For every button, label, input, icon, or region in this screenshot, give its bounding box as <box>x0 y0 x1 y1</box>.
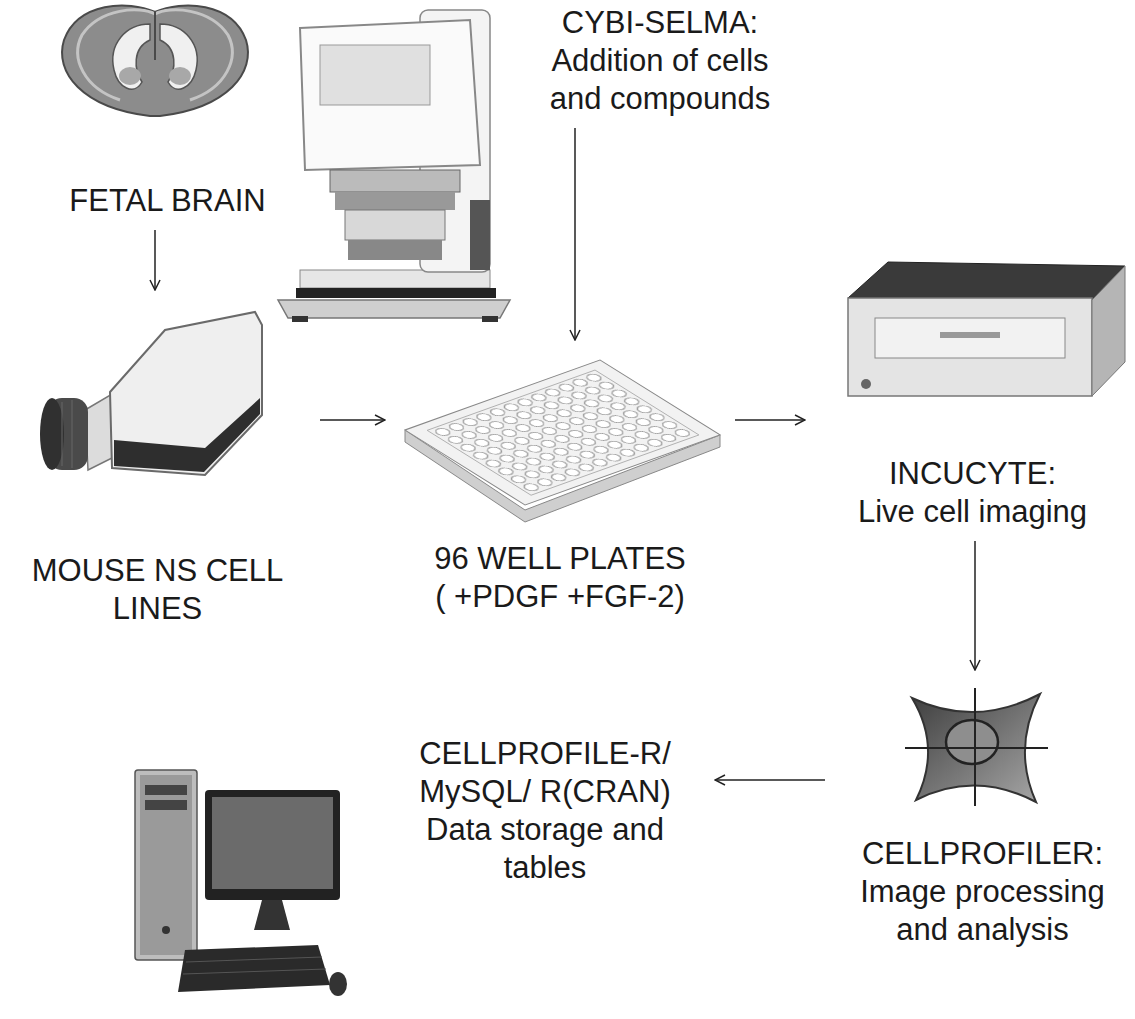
well-plate-image-part-part <box>405 360 720 505</box>
computer-image-part <box>178 945 330 992</box>
cybi-selma-device-part <box>335 192 455 210</box>
fetal-brain-image-part <box>169 67 191 85</box>
well-plate-image-part <box>405 360 720 505</box>
cybi-selma-device-part <box>320 45 430 105</box>
incucyte-device-part <box>861 379 871 389</box>
fetal-brain-image-part <box>155 10 232 100</box>
flow-arrow <box>574 128 576 340</box>
step-node: INCUCYTE:Live cell imaging <box>815 250 1130 531</box>
step-node: CYBI-SELMA:Addition of cells and compoun… <box>525 4 795 118</box>
cellprofiler-icon <box>905 688 1048 806</box>
culture-flask-image-part <box>62 402 63 466</box>
cybi-selma-device-part <box>348 240 442 260</box>
step-label: Live cell imaging <box>815 493 1130 531</box>
culture-flask-image-part <box>110 312 262 475</box>
step-node: CELLPROFILE-R/ MySQL/ R(CRAN) Data stora… <box>385 735 705 887</box>
fetal-brain-image <box>62 5 248 116</box>
step-label: Image processing and analysis <box>835 873 1130 949</box>
step-node: FETAL BRAIN <box>55 0 280 220</box>
cybi-selma-device-part <box>296 288 496 298</box>
computer-image-part <box>254 900 290 930</box>
step-label: Addition of cells and compounds <box>525 42 795 118</box>
computer-image-part <box>183 969 326 974</box>
well-plate-image-part-part <box>427 370 699 495</box>
computer-image-part <box>145 785 187 795</box>
step-label: CYBI-SELMA: <box>525 4 795 42</box>
incucyte-device <box>848 262 1125 396</box>
computer-image-part <box>140 775 192 955</box>
step-label: CELLPROFILE-R/ MySQL/ R(CRAN) Data stora… <box>385 735 705 887</box>
computer-image-part <box>205 790 340 900</box>
computer-image-part <box>162 926 170 934</box>
fetal-brain-image-part <box>160 24 197 89</box>
well-plate-image <box>405 360 720 522</box>
cellprofiler-icon-part <box>974 688 976 806</box>
cybi-selma-device <box>278 10 510 322</box>
step-label: CELLPROFILER: <box>835 835 1130 873</box>
cellprofiler-icon-part <box>946 720 998 764</box>
incucyte-device-part <box>940 332 1000 338</box>
fetal-brain-image-part <box>62 5 248 116</box>
computer-image-part <box>329 972 347 996</box>
incucyte-device-part <box>1092 266 1125 396</box>
flow-arrow <box>320 419 385 421</box>
step-label: MOUSE NS CELL LINES <box>5 552 310 628</box>
cybi-selma-device-part <box>345 210 445 240</box>
fetal-brain-image-part <box>119 67 141 85</box>
flow-arrow <box>974 541 976 670</box>
fetal-brain-image-part <box>78 10 155 100</box>
culture-flask-image-part <box>114 398 260 472</box>
incucyte-device-part <box>848 298 1092 396</box>
cybi-selma-device-part <box>292 316 308 322</box>
cybi-selma-device-part <box>470 200 490 270</box>
culture-flask-image <box>40 312 262 475</box>
cybi-selma-device-part <box>330 170 460 192</box>
step-label: FETAL BRAIN <box>55 182 280 220</box>
computer-image <box>135 770 347 996</box>
step-label: 96 WELL PLATES ( +PDGF +FGF-2) <box>429 540 691 616</box>
flow-arrow <box>715 779 825 781</box>
cybi-selma-device-part <box>300 20 480 170</box>
computer-image-part <box>135 770 197 960</box>
flow-arrow <box>154 230 156 290</box>
cybi-selma-device-part <box>482 316 498 322</box>
culture-flask-image-part <box>40 398 64 470</box>
fetal-brain-image-part <box>113 24 150 89</box>
fetal-brain-image-part <box>154 12 156 60</box>
culture-flask-image-part <box>85 394 112 470</box>
well-plate-image-part-part <box>430 371 696 493</box>
step-label: INCUCYTE: <box>815 455 1130 493</box>
cellprofiler-icon-part <box>905 747 1048 749</box>
flow-arrow <box>735 419 805 421</box>
computer-image-part <box>145 800 187 810</box>
incucyte-device-part <box>875 318 1065 358</box>
culture-flask-image-part <box>72 400 73 468</box>
computer-image-part <box>186 957 322 962</box>
incucyte-device-part <box>848 262 1125 300</box>
computer-image-part <box>212 797 333 889</box>
cybi-selma-device-part <box>278 300 510 318</box>
step-node: MOUSE NS CELL LINES <box>5 300 310 628</box>
step-node: 96 WELL PLATES ( +PDGF +FGF-2) <box>395 350 725 616</box>
step-node: CELLPROFILER:Image processing and analys… <box>835 680 1130 949</box>
